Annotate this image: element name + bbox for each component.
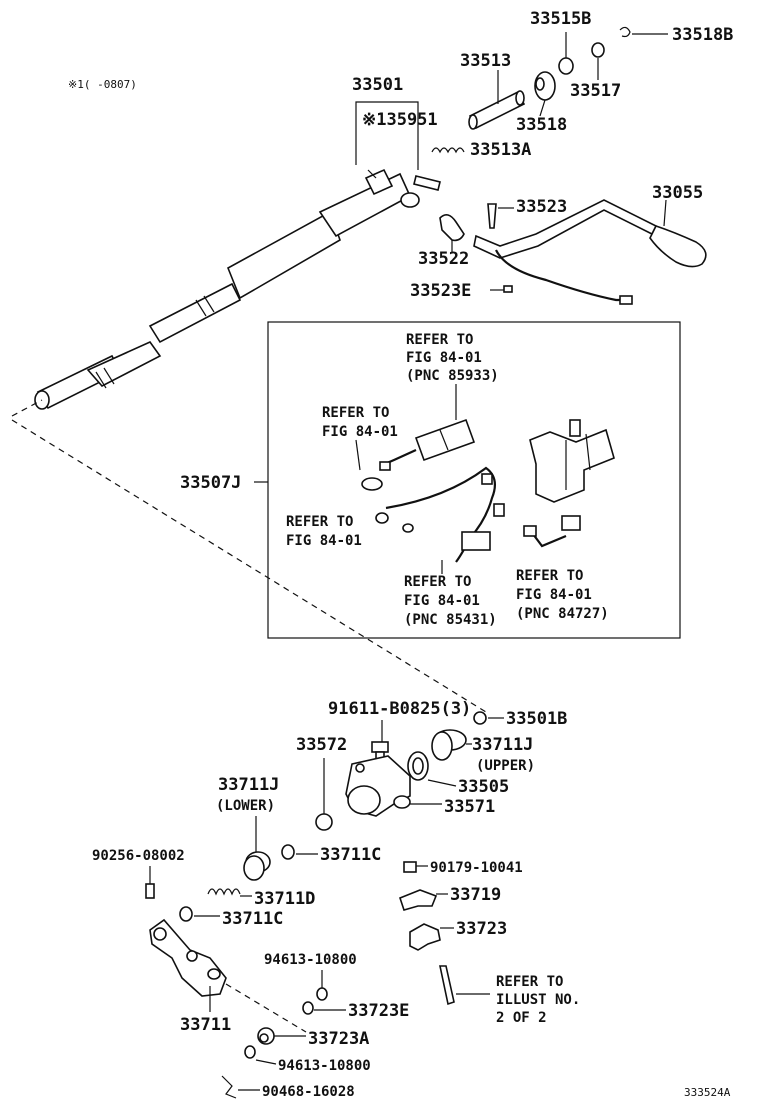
part-33522-bush <box>439 214 465 242</box>
refer-note-5: REFER TO FIG 84-01 (PNC 84727) <box>516 568 609 622</box>
assembly-dash-line-long <box>11 419 487 713</box>
label-33723E: 33723E <box>348 1001 409 1021</box>
label-33518: 33518 <box>516 115 567 135</box>
svg-text:REFER TO: REFER TO <box>286 514 353 530</box>
label-33513A: 33513A <box>470 140 531 160</box>
part-94613-washer-b <box>244 1045 256 1059</box>
part-94613-washer-a <box>316 987 328 1001</box>
part-33723A-bush <box>257 1027 275 1045</box>
part-33719-bracket <box>399 889 438 911</box>
part-33711C-washer-b <box>179 906 193 922</box>
refer-note-1: REFER TO FIG 84-01 (PNC 85933) <box>406 332 499 384</box>
svg-text:(PNC 84727): (PNC 84727) <box>516 606 609 622</box>
svg-text:FIG 84-01: FIG 84-01 <box>322 424 398 440</box>
svg-text:ILLUST NO.: ILLUST NO. <box>496 992 580 1008</box>
part-33711-arm <box>149 918 227 997</box>
label-33505: 33505 <box>458 777 509 797</box>
label-33507J: 33507J <box>180 473 241 493</box>
part-33711J-upper-bush <box>431 729 467 761</box>
svg-text:FIG 84-01: FIG 84-01 <box>404 593 480 609</box>
label-33513: 33513 <box>460 51 511 71</box>
part-33711C-washer-a <box>281 844 295 860</box>
assembly-dash-line <box>11 399 43 417</box>
label-33723: 33723 <box>456 919 507 939</box>
label-33723A: 33723A <box>308 1029 369 1049</box>
label-lower: (LOWER) <box>216 798 275 814</box>
part-33517-ring <box>591 42 605 58</box>
label-33518B: 33518B <box>672 25 733 45</box>
label-33711C-a: 33711C <box>320 845 381 865</box>
part-33572-washer <box>315 813 333 831</box>
label-90468: 90468-16028 <box>262 1084 355 1100</box>
label-33523E: 33523E <box>410 281 471 301</box>
label-33711J-lower: 33711J <box>218 775 279 795</box>
part-90468-clip <box>221 1075 237 1099</box>
label-33571: 33571 <box>444 797 495 817</box>
part-33518B-clip <box>619 26 631 38</box>
label-33501: 33501 <box>352 75 403 95</box>
svg-text:FIG 84-01: FIG 84-01 <box>286 533 362 549</box>
part-ref-rod <box>439 965 455 1006</box>
label-35951: ※135951 <box>362 110 438 130</box>
svg-text:(PNC 85431): (PNC 85431) <box>404 612 497 628</box>
label-33572: 33572 <box>296 735 347 755</box>
lever-wire <box>495 249 626 302</box>
svg-text:2 OF 2: 2 OF 2 <box>496 1010 547 1026</box>
label-91611: 91611-B0825(3) <box>328 699 471 719</box>
part-33515B-ring <box>558 57 574 75</box>
label-33711J-upper: 33711J <box>472 735 533 755</box>
link-dash-line <box>225 983 307 1033</box>
refer-note-4: REFER TO FIG 84-01 (PNC 85431) <box>404 574 497 628</box>
part-33711D-spring <box>207 888 241 896</box>
part-90256-pin <box>145 883 155 899</box>
svg-text:REFER TO: REFER TO <box>322 405 389 421</box>
svg-text:(PNC 85933): (PNC 85933) <box>406 368 499 384</box>
shift-lever-shaft <box>34 168 420 410</box>
label-33711C-b: 33711C <box>222 909 283 929</box>
svg-text:REFER TO: REFER TO <box>404 574 471 590</box>
part-35951-clip <box>413 175 441 191</box>
label-33522: 33522 <box>418 249 469 269</box>
refer-note-3: REFER TO FIG 84-01 <box>286 514 362 549</box>
label-94613-b: 94613-10800 <box>278 1058 371 1074</box>
wiring-refer-box <box>267 321 681 639</box>
part-33571-housing <box>345 755 411 817</box>
part-33711J-lower-bush <box>243 851 271 881</box>
wiring-harness <box>361 418 615 563</box>
svg-text:REFER TO: REFER TO <box>516 568 583 584</box>
part-33723-lever <box>409 923 441 951</box>
label-90256: 90256-08002 <box>92 848 185 864</box>
label-33515B: 33515B <box>530 9 591 29</box>
part-33723E-ring <box>302 1001 314 1015</box>
part-33523-pin <box>487 203 497 229</box>
label-90179: 90179-10041 <box>430 860 523 876</box>
svg-text:FIG 84-01: FIG 84-01 <box>516 587 592 603</box>
label-33711: 33711 <box>180 1015 231 1035</box>
part-33501B-clip <box>473 711 487 725</box>
label-33055: 33055 <box>652 183 703 203</box>
part-33513A-spring <box>431 147 465 154</box>
part-33055-lever <box>473 199 707 268</box>
diagram-code: 333524A <box>684 1086 731 1099</box>
label-33523: 33523 <box>516 197 567 217</box>
svg-text:REFER TO: REFER TO <box>496 974 563 990</box>
part-90179-nut <box>403 861 417 873</box>
refer-note-6: REFER TO ILLUST NO. 2 OF 2 <box>496 974 580 1026</box>
label-33719: 33719 <box>450 885 501 905</box>
refer-note-2: REFER TO FIG 84-01 <box>322 405 398 440</box>
svg-text:FIG 84-01: FIG 84-01 <box>406 350 482 366</box>
note-text: ※1( -0807) <box>68 78 137 91</box>
label-upper: (UPPER) <box>476 758 535 774</box>
label-33517: 33517 <box>570 81 621 101</box>
label-33501B: 33501B <box>506 709 567 729</box>
label-33711D: 33711D <box>254 889 315 909</box>
svg-text:REFER TO: REFER TO <box>406 332 473 348</box>
label-94613-a: 94613-10800 <box>264 952 357 968</box>
